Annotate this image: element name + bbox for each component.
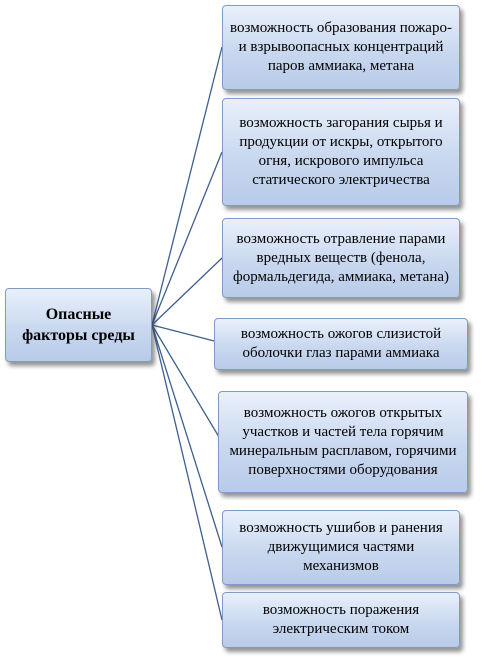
factor-node-4-label: возможность ожогов слизистой оболочки гл… bbox=[240, 326, 442, 361]
factor-node-2: возможность загорания сырья и продукции … bbox=[222, 98, 460, 206]
factor-node-6: возможность ушибов и ранения движущимися… bbox=[222, 510, 460, 585]
factor-node-5: возможность ожогов открытых участков и ч… bbox=[218, 391, 468, 493]
connector-6 bbox=[151, 324, 223, 548]
root-node: Опасные факторы среды bbox=[5, 288, 152, 362]
connector-5 bbox=[151, 324, 223, 443]
factor-node-7: возможность поражения электрическим токо… bbox=[222, 592, 460, 648]
connector-4 bbox=[151, 324, 223, 344]
factor-node-1-label: возможность образования пожаро- и взрыво… bbox=[230, 20, 452, 74]
factor-node-7-label: возможность поражения электрическим токо… bbox=[262, 602, 420, 637]
factor-node-3: возможность отравление парами вредных ве… bbox=[222, 218, 460, 298]
connector-7 bbox=[151, 324, 223, 621]
factor-node-2-label: возможность загорания сырья и продукции … bbox=[239, 115, 443, 188]
factor-node-1: возможность образования пожаро- и взрыво… bbox=[222, 5, 460, 90]
connector-3 bbox=[151, 257, 223, 326]
connector-1 bbox=[151, 46, 223, 326]
factor-node-3-label: возможность отравление парами вредных ве… bbox=[232, 230, 450, 285]
factor-node-5-label: возможность ожогов открытых участков и ч… bbox=[229, 405, 457, 478]
factor-node-4: возможность ожогов слизистой оболочки гл… bbox=[214, 318, 468, 370]
connector-2 bbox=[151, 151, 223, 326]
root-node-label: Опасные факторы среды bbox=[22, 306, 135, 344]
factor-node-6-label: возможность ушибов и ранения движущимися… bbox=[239, 520, 443, 574]
